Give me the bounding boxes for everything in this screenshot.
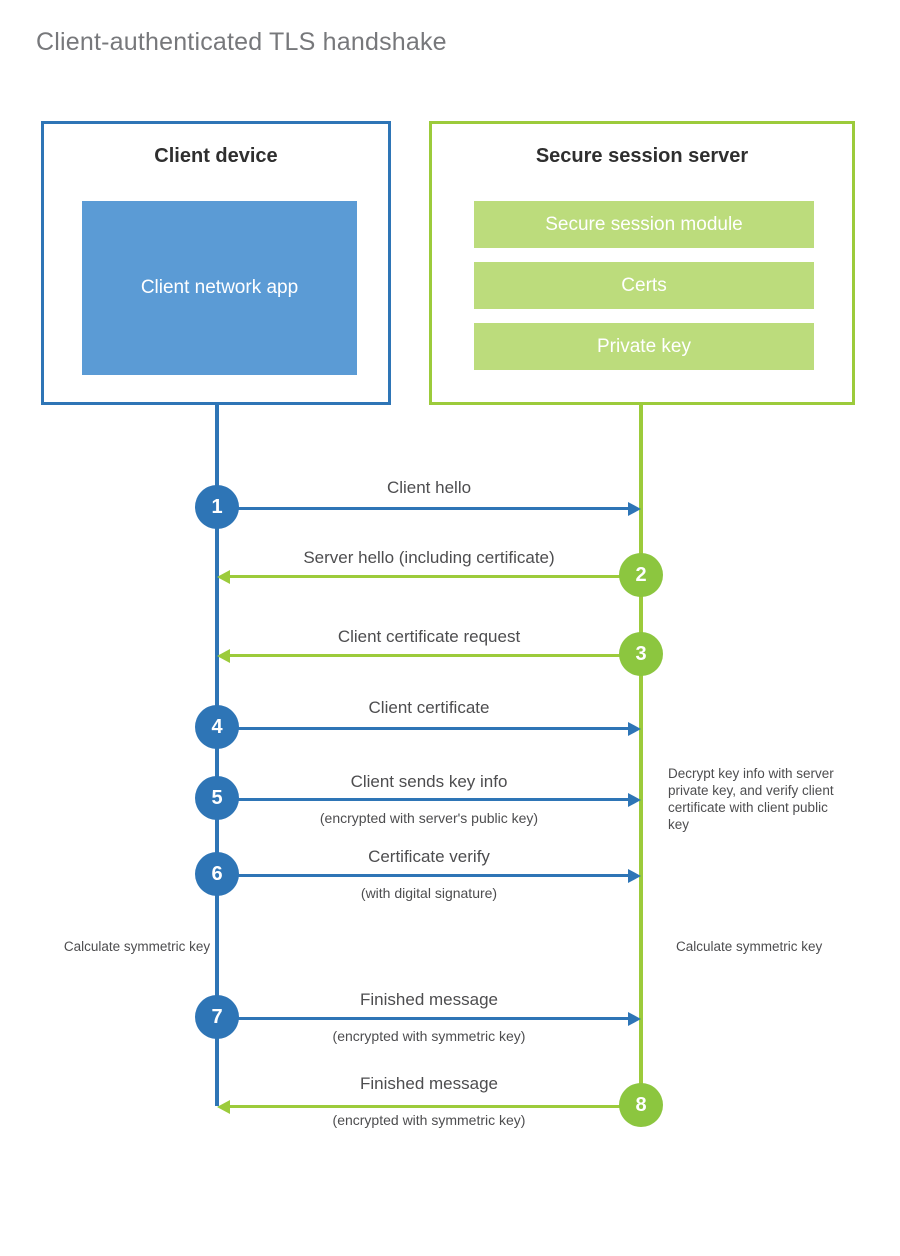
step-circle-2: 2 [619,553,663,597]
message-line-1 [217,507,628,510]
client-device-box: Client device Client network app [41,121,391,405]
message-label-6: Certificate verify [368,847,490,866]
message-label-2: Server hello (including certificate) [303,548,555,567]
message-line-3 [230,654,641,657]
arrowhead-right-6 [628,869,641,883]
message-line-6 [217,874,628,877]
note-server-calculate-symmetric-key: Calculate symmetric key [676,939,823,954]
page-title: Client-authenticated TLS handshake [36,28,447,56]
secure-session-server-title: Secure session server [535,145,749,167]
secure-session-server-box: Secure session server Secure session mod… [429,121,855,405]
message-sublabel-8: (encrypted with symmetric key) [332,1112,526,1128]
step-circle-3: 3 [619,632,663,676]
client-network-app-block: Client network app [82,201,357,375]
message-label-5: Client sends key info [350,772,508,791]
message-line-2 [230,575,641,578]
step-circle-6: 6 [195,852,239,896]
arrowhead-left-2 [217,570,230,584]
server-block-certs: Certs [474,262,814,309]
arrowhead-right-7 [628,1012,641,1026]
message-label-4: Client certificate [368,698,490,717]
arrowhead-right-5 [628,793,641,807]
message-label-3: Client certificate request [337,627,521,646]
note-client-calculate-symmetric-key: Calculate symmetric key [63,939,211,954]
message-sublabel-5: (encrypted with server's public key) [319,810,539,826]
server-block-secure-session-module: Secure session module [474,201,814,248]
step-circle-8: 8 [619,1083,663,1127]
step-circle-5: 5 [195,776,239,820]
message-sublabel-7: (encrypted with symmetric key) [332,1028,526,1044]
server-block-private-key: Private key [474,323,814,370]
client-device-title: Client device [154,145,278,167]
step-circle-7: 7 [195,995,239,1039]
client-lifeline [215,405,219,1106]
message-label-1: Client hello [386,478,472,497]
arrowhead-left-8 [217,1100,230,1114]
arrowhead-right-1 [628,502,641,516]
arrowhead-left-3 [217,649,230,663]
message-sublabel-6: (with digital signature) [360,885,498,901]
message-line-8 [230,1105,641,1108]
step-circle-4: 4 [195,705,239,749]
message-label-7: Finished message [360,990,498,1009]
message-line-5 [217,798,628,801]
message-label-8: Finished message [360,1074,498,1093]
server-components-list: Secure session module Certs Private key [474,201,814,370]
arrowhead-right-4 [628,722,641,736]
note-server-decrypt: Decrypt key info with server private key… [668,766,834,832]
server-lifeline [639,405,643,1106]
message-line-7 [217,1017,628,1020]
step-circle-1: 1 [195,485,239,529]
message-line-4 [217,727,628,730]
